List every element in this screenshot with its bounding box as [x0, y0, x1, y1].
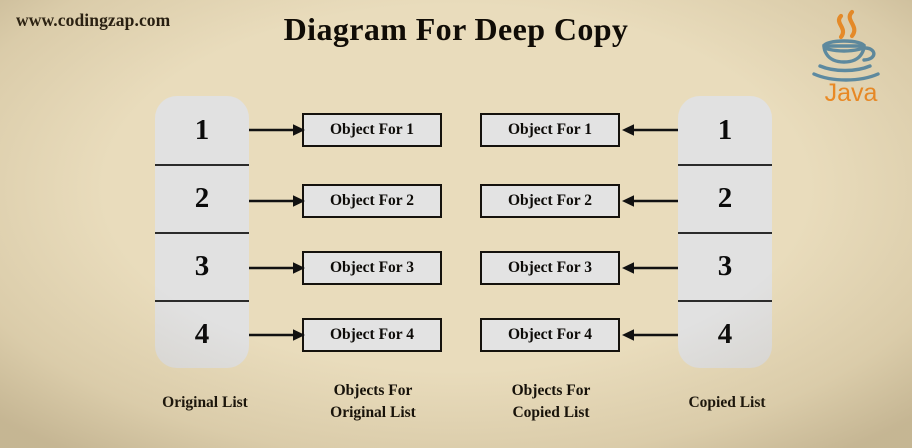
object-box-original[interactable]: Object For 4	[302, 318, 442, 352]
arrow-copied-to-object-3	[620, 261, 678, 275]
site-watermark: www.codingzap.com	[16, 10, 171, 30]
caption-objects-for-copied-list: Objects For Copied List	[511, 382, 591, 421]
java-steam-icon	[836, 9, 857, 40]
arrow-copied-to-object-4	[620, 328, 678, 342]
java-cup-icon	[812, 39, 880, 82]
object-box-original[interactable]: Object For 3	[302, 251, 442, 285]
caption-copied-list: Copied List	[688, 394, 766, 411]
arrow-original-to-object-2	[249, 194, 305, 208]
object-box-copied[interactable]: Object For 1	[480, 113, 620, 147]
object-box-copied[interactable]: Object For 4	[480, 318, 620, 352]
object-box-original[interactable]: Object For 1	[302, 113, 442, 147]
caption-objects-for-original-list: Objects For Original List	[330, 382, 416, 421]
java-wordmark: Java	[825, 79, 878, 107]
original-list-container[interactable]: 1 2 3 4	[155, 96, 249, 368]
arrow-original-to-object-4	[249, 328, 305, 342]
original-list-item[interactable]: 4	[155, 300, 249, 368]
java-logo: Java	[808, 4, 894, 108]
copied-list-item[interactable]: 2	[678, 164, 772, 232]
object-box-copied[interactable]: Object For 3	[480, 251, 620, 285]
arrow-copied-to-object-1	[620, 123, 678, 137]
copied-list-container[interactable]: 1 2 3 4	[678, 96, 772, 368]
object-box-copied[interactable]: Object For 2	[480, 184, 620, 218]
object-box-original[interactable]: Object For 2	[302, 184, 442, 218]
copied-list-item[interactable]: 4	[678, 300, 772, 368]
original-list-item[interactable]: 3	[155, 232, 249, 300]
copied-list-item[interactable]: 1	[717, 113, 733, 146]
arrow-original-to-object-1	[249, 123, 305, 137]
page-title: Diagram For Deep Copy	[283, 11, 629, 47]
caption-original-list: Original List	[162, 394, 248, 411]
arrow-copied-to-object-2	[620, 194, 678, 208]
original-list-item[interactable]: 2	[155, 164, 249, 232]
copied-list-item[interactable]: 3	[678, 232, 772, 300]
arrow-original-to-object-3	[249, 261, 305, 275]
original-list-item[interactable]: 1	[194, 113, 210, 146]
